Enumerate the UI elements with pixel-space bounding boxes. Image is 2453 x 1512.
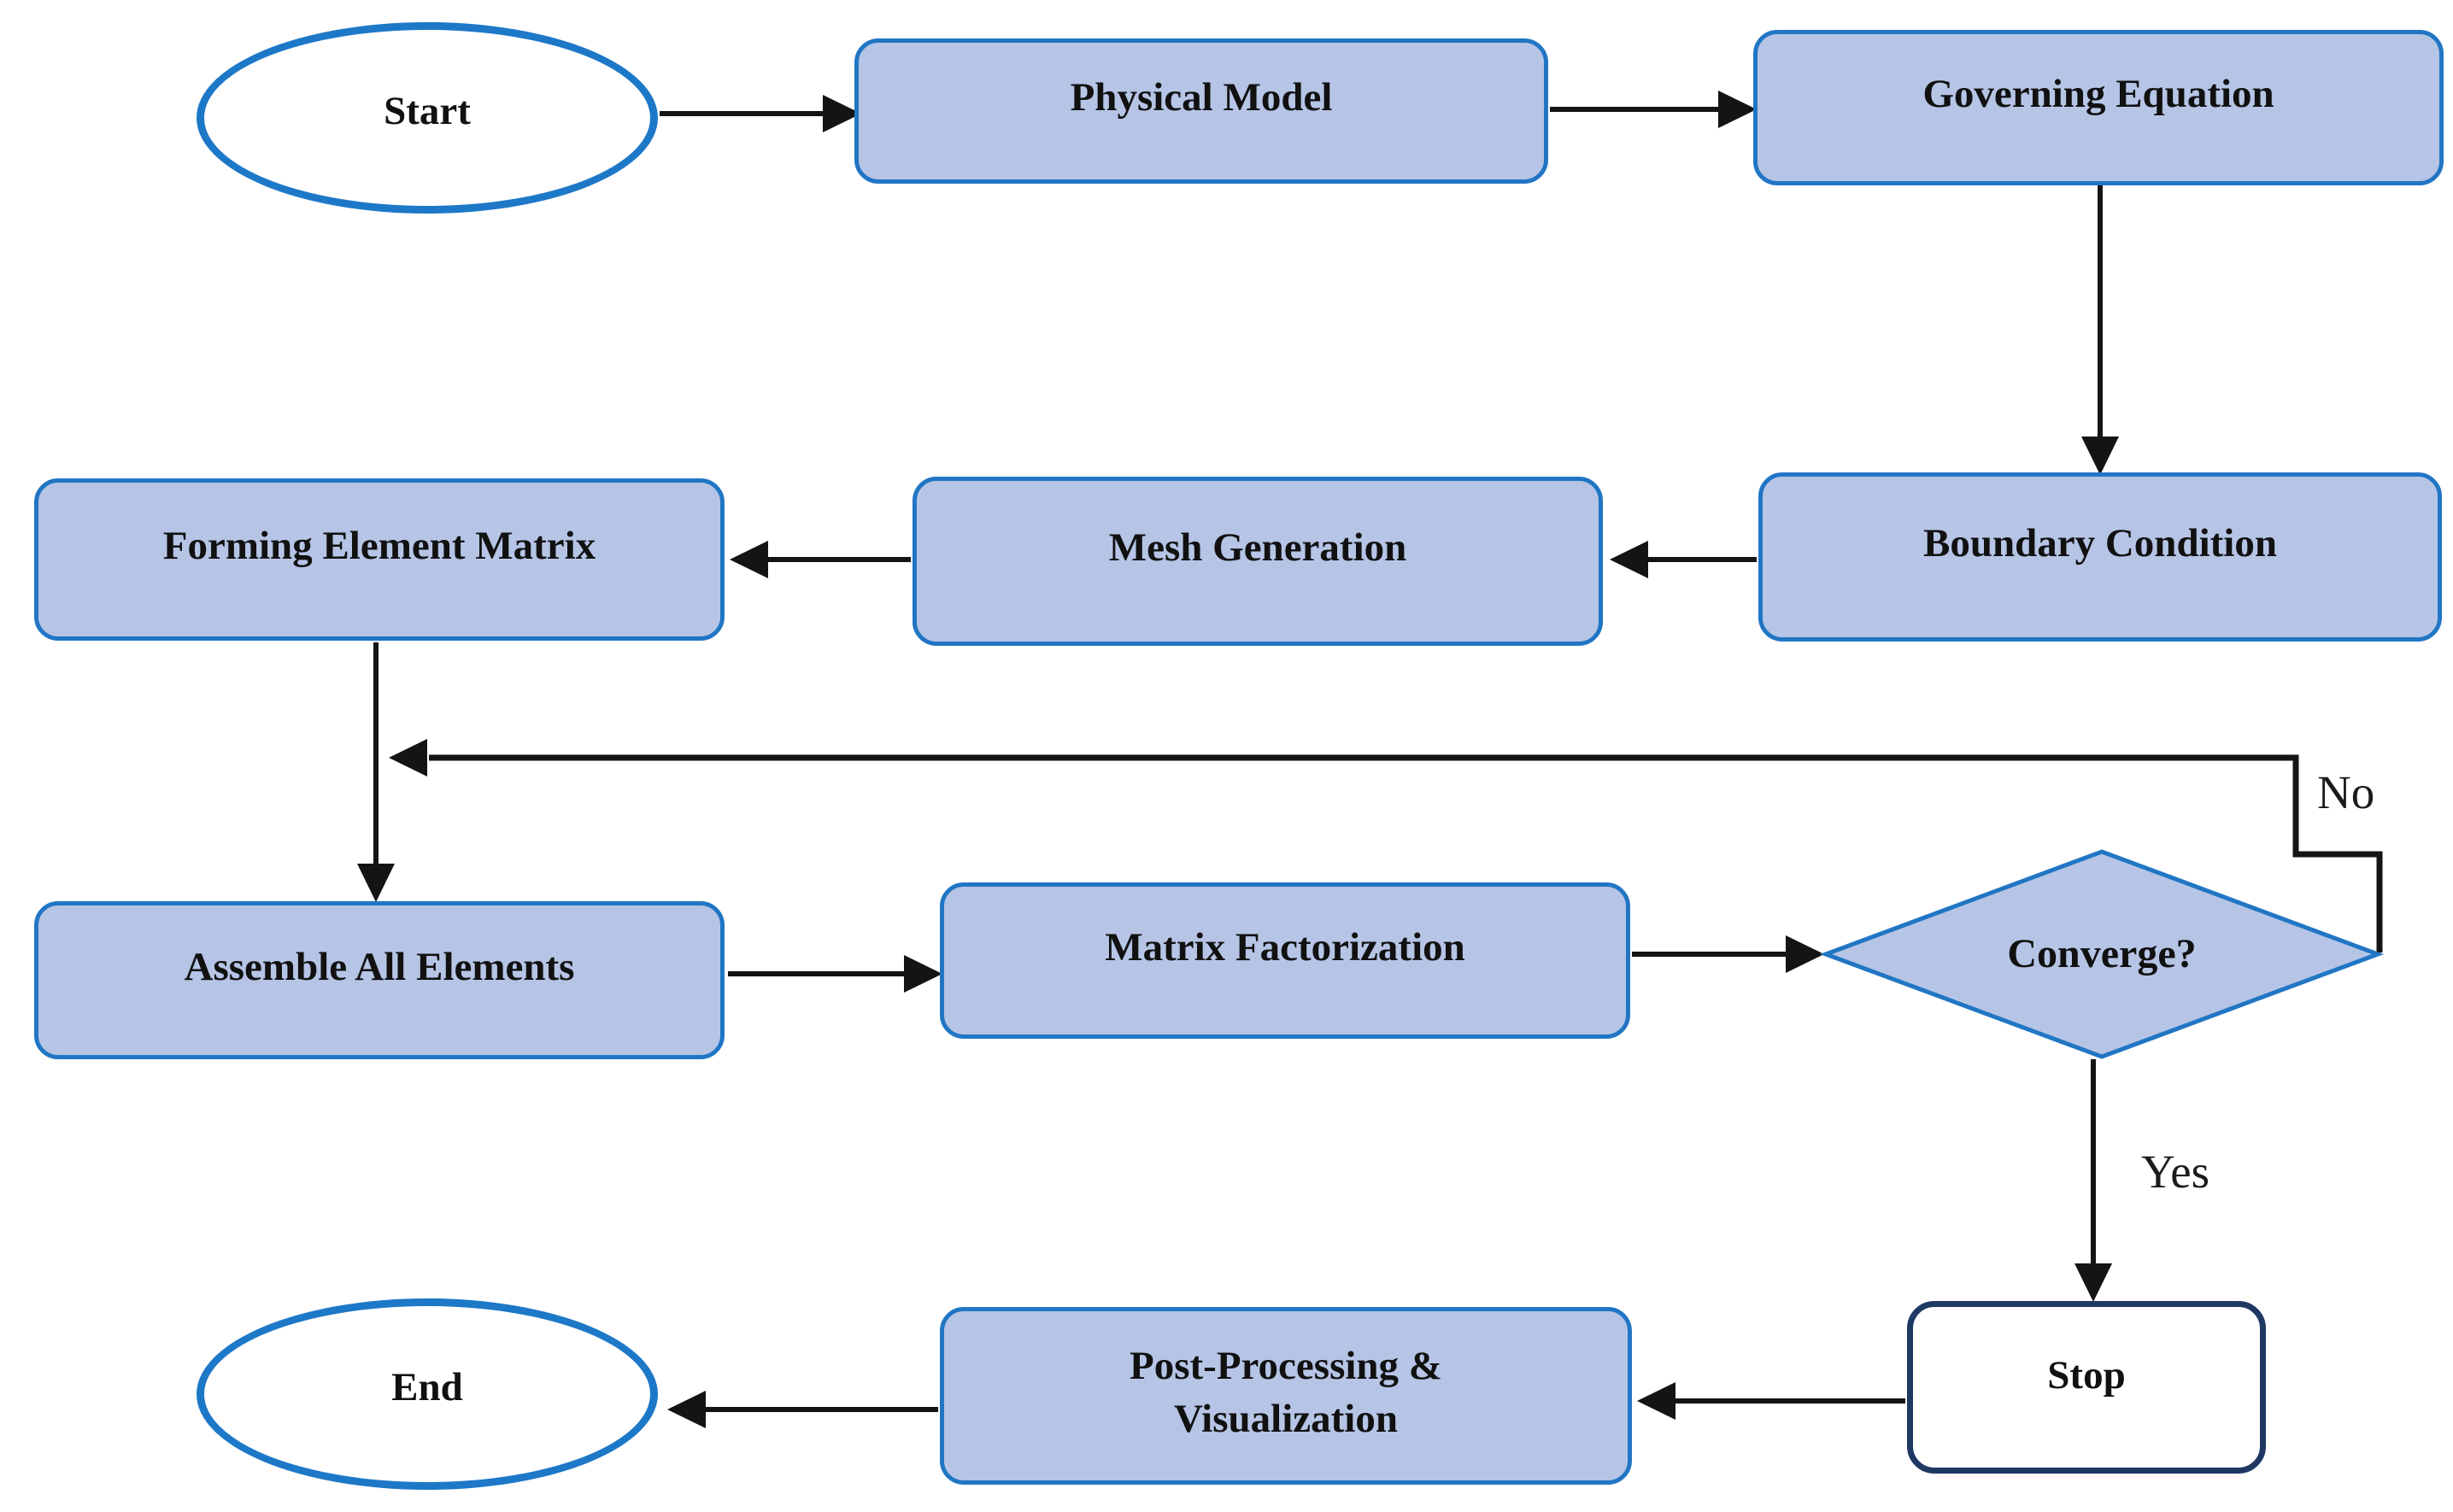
- end-label: End: [391, 1365, 463, 1409]
- governing-equation-box: Governing Equation: [1753, 30, 2444, 185]
- start-terminator: Start: [197, 22, 658, 214]
- edge-stop-post-processing: [1637, 1382, 1905, 1420]
- assemble-all-elements-label: Assemble All Elements: [184, 944, 575, 989]
- post-processing-label-line1: Post-Processing &: [1130, 1344, 1442, 1388]
- mesh-generation-box: Mesh Generation: [913, 477, 1603, 646]
- edge-matrix-factorization-converge: [1632, 935, 1824, 973]
- boundary-condition-box: Boundary Condition: [1758, 472, 2442, 642]
- edge-physical-model-governing-equation: [1550, 91, 1757, 128]
- converge-diamond: [1819, 849, 2385, 1059]
- physical-model-box: Physical Model: [854, 38, 1548, 184]
- stop-label: Stop: [2047, 1353, 2126, 1398]
- edge-assemble-all-elements-matrix-factorization: [728, 955, 942, 993]
- matrix-factorization-box: Matrix Factorization: [940, 882, 1630, 1039]
- arrowhead: [2074, 1263, 2112, 1302]
- arrowhead: [1637, 1382, 1675, 1420]
- boundary-condition-label: Boundary Condition: [1922, 521, 2277, 566]
- arrowhead: [1786, 935, 1824, 973]
- end-terminator: End: [197, 1298, 658, 1490]
- arrowhead: [1610, 541, 1648, 578]
- edge-boundary-condition-mesh-generation: [1610, 541, 1757, 578]
- edge-post-processing-end: [667, 1391, 938, 1428]
- no-branch-label: No: [2317, 766, 2375, 818]
- converge-label: Converge?: [2007, 931, 2197, 976]
- edge-forming-element-matrix-assemble-all-elements: [357, 642, 395, 902]
- matrix-factorization-label: Matrix Factorization: [1105, 924, 1465, 970]
- edge-mesh-generation-forming-element-matrix: [730, 541, 911, 578]
- arrowhead: [357, 864, 395, 902]
- edge-governing-equation-boundary-condition: [2081, 185, 2119, 475]
- yes-branch-label: Yes: [2141, 1146, 2210, 1198]
- post-processing-label-line2: Visualization: [1173, 1397, 1398, 1441]
- assemble-all-elements-box: Assemble All Elements: [34, 901, 725, 1059]
- arrowhead: [823, 95, 861, 132]
- forming-element-matrix-box: Forming Element Matrix: [34, 478, 725, 641]
- edge-converge-yes-stop: [2074, 1059, 2112, 1302]
- arrowhead: [389, 739, 427, 777]
- edge-start-physical-model: [660, 95, 861, 132]
- post-processing-box: Post-Processing & Visualization: [940, 1307, 1632, 1485]
- mesh-generation-label: Mesh Generation: [1108, 525, 1407, 570]
- start-label: Start: [384, 89, 471, 133]
- arrowhead: [667, 1391, 706, 1428]
- physical-model-label: Physical Model: [1070, 75, 1333, 120]
- governing-equation-label: Governing Equation: [1922, 72, 2274, 116]
- arrowhead: [904, 955, 942, 993]
- edge-converge-no-feedback: [389, 739, 2383, 952]
- stop-box: Stop: [1907, 1301, 2266, 1474]
- arrowhead: [2081, 437, 2119, 475]
- arrowhead: [1718, 91, 1757, 128]
- arrowhead: [730, 541, 768, 578]
- forming-element-matrix-label: Forming Element Matrix: [162, 524, 596, 568]
